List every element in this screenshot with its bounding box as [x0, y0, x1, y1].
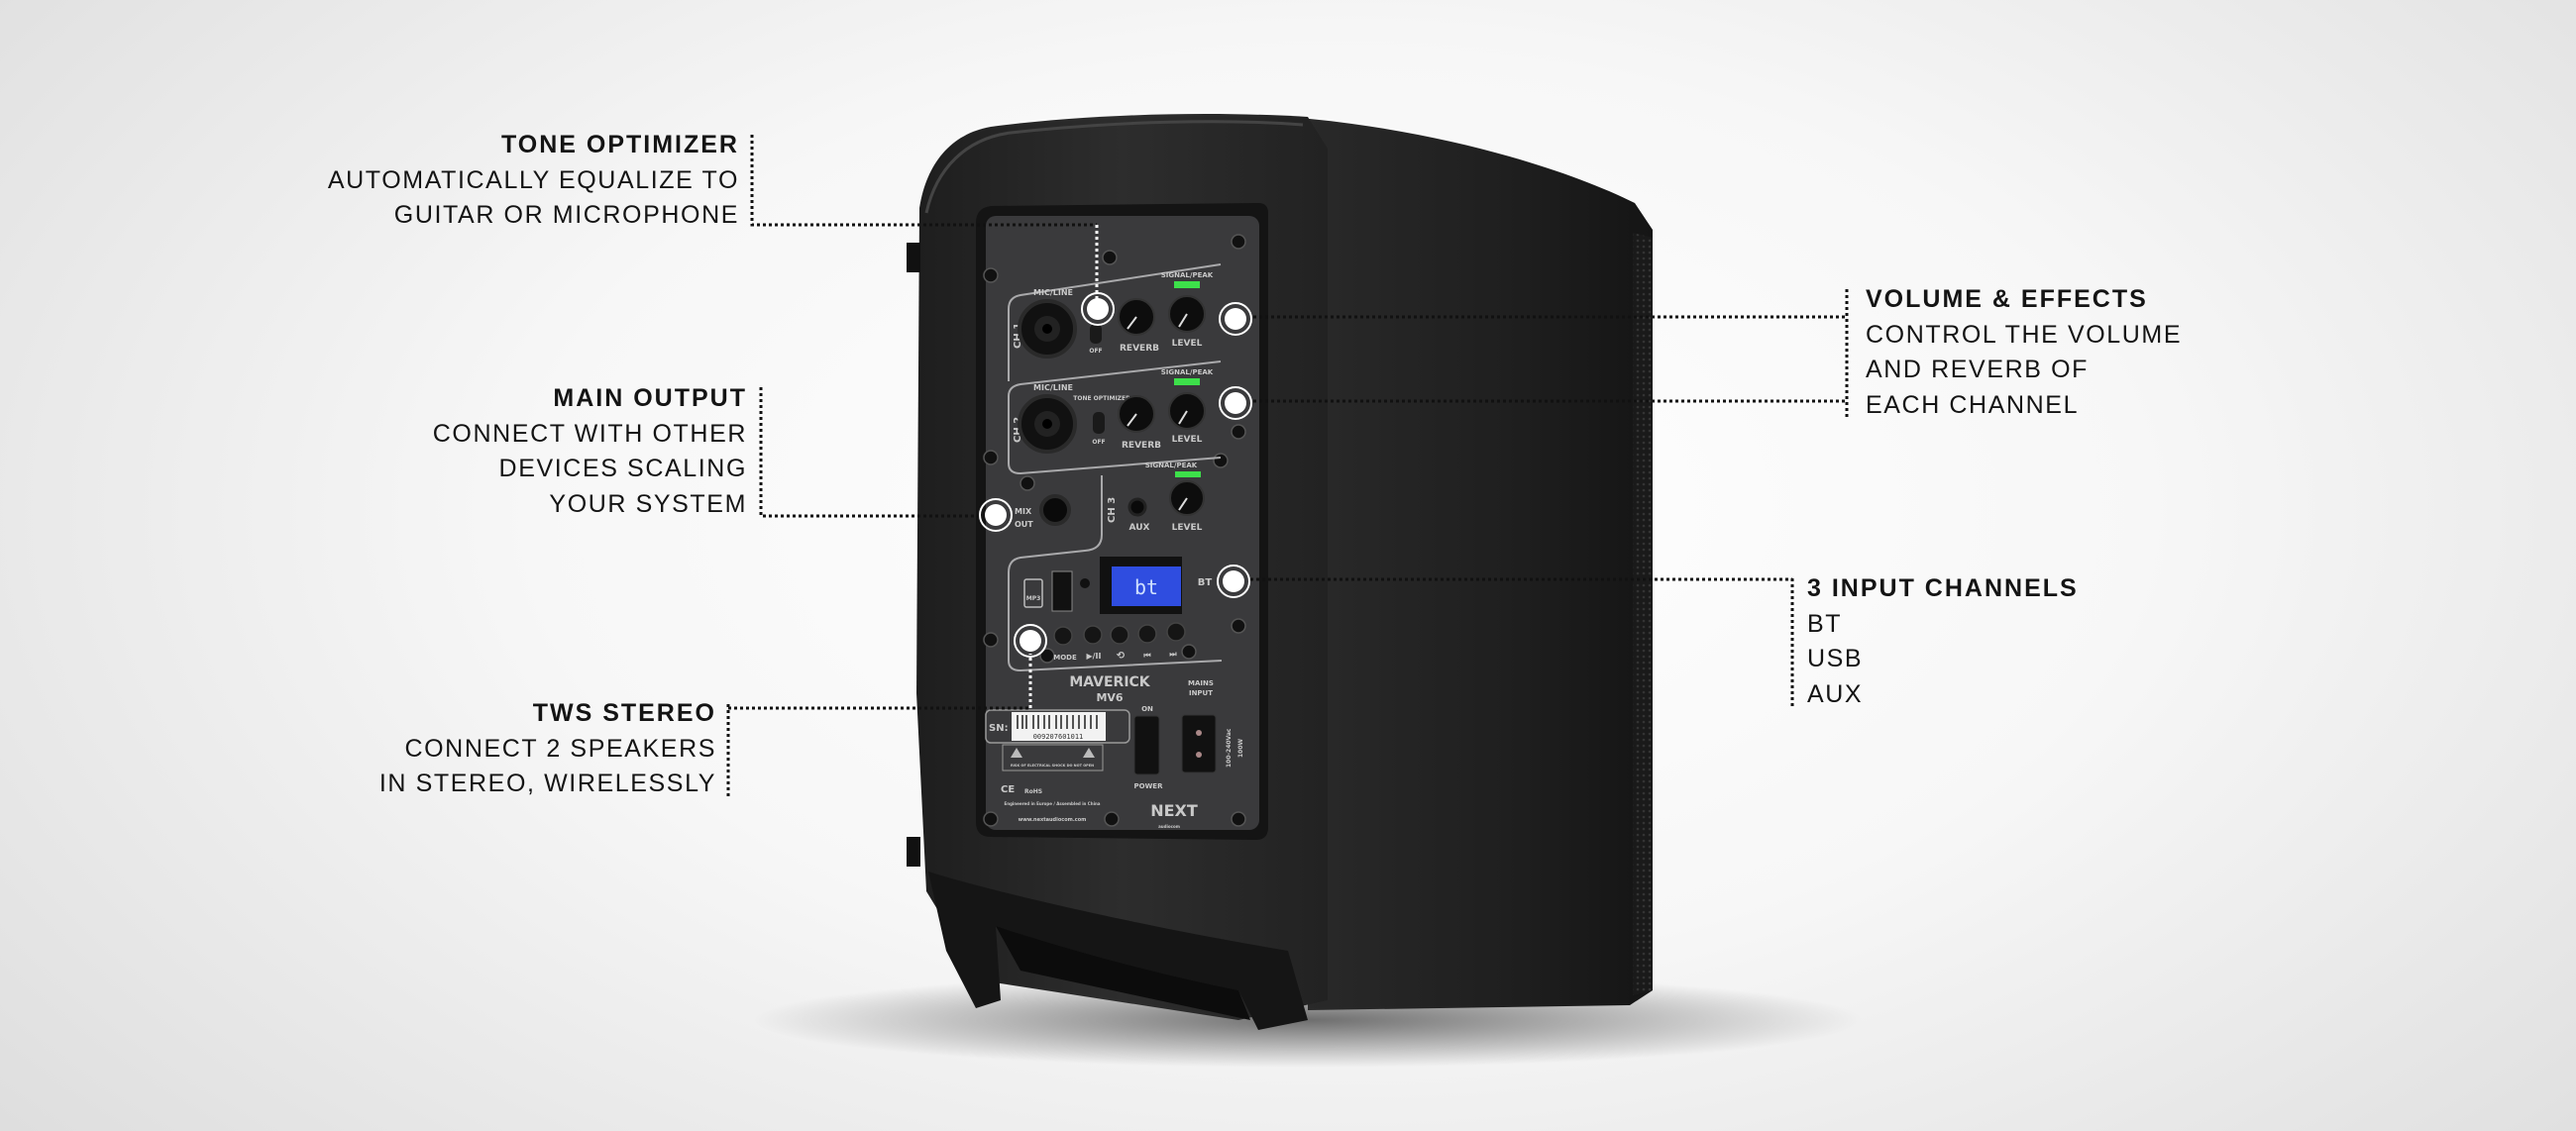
- lcd-display: [1112, 566, 1181, 606]
- mp3-label: MP3: [1026, 595, 1041, 602]
- ch2-tone-optimizer-switch[interactable]: [1093, 412, 1105, 434]
- callout-line: USB: [1807, 645, 1864, 672]
- ch2-tone-optimizer-label: TONE OPTIMIZER: [1073, 395, 1130, 402]
- mix-out-jack[interactable]: [1039, 494, 1071, 526]
- callout-line: CONNECT WITH OTHER: [432, 419, 747, 448]
- hotspot-main-output[interactable]: [979, 498, 1013, 532]
- mode-label: MODE: [1053, 654, 1077, 662]
- website-text: www.nextaudiocom.com: [1019, 817, 1087, 823]
- ch1-off-label: OFF: [1089, 348, 1102, 355]
- ch1-label: CH 1: [1013, 323, 1023, 349]
- lcd-display-text: bt: [1134, 575, 1158, 599]
- aux-jack[interactable]: [1127, 497, 1147, 517]
- hotspots: [979, 292, 1252, 658]
- ch1-signal-peak-label: SIGNAL/PEAK: [1161, 271, 1214, 279]
- callout-title: MAIN OUTPUT: [553, 384, 747, 412]
- ch2-signal-led: [1174, 378, 1200, 385]
- hotspot-tws[interactable]: [1014, 624, 1047, 658]
- callout-input-channels: 3 INPUT CHANNELS BT USB AUX: [1807, 571, 2079, 712]
- callout-line: YOUR SYSTEM: [549, 489, 747, 518]
- callout-line: AND REVERB OF: [1866, 356, 2089, 383]
- hotspot-ch2-volume[interactable]: [1219, 386, 1252, 420]
- serial-number: 009207601011: [1033, 733, 1084, 741]
- usb-port[interactable]: [1051, 570, 1073, 612]
- ch3-level-label: LEVEL: [1172, 523, 1203, 533]
- warning-label: RISK OF ELECTRICAL SHOCK DO NOT OPEN: [1011, 764, 1094, 768]
- callout-title: TONE OPTIMIZER: [500, 131, 739, 158]
- callout-line: IN STEREO, WIRELESSLY: [378, 770, 716, 797]
- play-pause-icon: ▶/II: [1086, 652, 1101, 661]
- leader-lines: [726, 135, 1849, 796]
- ch1-signal-led: [1174, 281, 1200, 288]
- callout-line: GUITAR OR MICROPHONE: [393, 201, 739, 229]
- ch2-label: CH 2: [1013, 417, 1023, 443]
- warning-triangle-icon: [1083, 748, 1095, 758]
- ch1-reverb-label: REVERB: [1120, 344, 1159, 354]
- rohs-mark: RoHS: [1024, 788, 1042, 795]
- ch2-reverb-label: REVERB: [1122, 441, 1161, 451]
- ch2-off-label: OFF: [1092, 439, 1105, 446]
- mains-socket[interactable]: [1181, 714, 1217, 773]
- power-label: POWER: [1134, 782, 1164, 790]
- callout-line: CONNECT 2 SPEAKERS: [404, 734, 716, 763]
- previous-button[interactable]: [1137, 624, 1157, 644]
- ch1-mic-line-label: MIC/LINE: [1033, 288, 1073, 297]
- power-switch[interactable]: [1133, 715, 1160, 775]
- hotspot-ch1-volume[interactable]: [1219, 302, 1252, 336]
- ch3-label: CH 3: [1107, 497, 1118, 523]
- callout-title: VOLUME & EFFECTS: [1866, 285, 2148, 313]
- brand-logo: NEXT: [1150, 801, 1198, 820]
- callout-line: DEVICES SCALING: [498, 455, 747, 482]
- model-code: MV6: [1096, 691, 1123, 704]
- origin-text: Engineered in Europe / Assembled in Chin…: [1004, 801, 1100, 806]
- callout-title: TWS STEREO: [532, 699, 716, 727]
- on-label: ON: [1141, 705, 1153, 713]
- ch1-tone-optimizer-switch[interactable]: [1090, 324, 1102, 344]
- hotspot-tone-optimizer[interactable]: [1081, 292, 1115, 326]
- model-name: MAVERICK: [1069, 674, 1150, 690]
- callout-line: EACH CHANNEL: [1866, 390, 2080, 419]
- ch2-mic-line-label: MIC/LINE: [1033, 383, 1073, 392]
- ch1-level-label: LEVEL: [1172, 339, 1203, 349]
- next-button[interactable]: [1166, 622, 1186, 642]
- warning-triangle-icon: [1011, 748, 1022, 758]
- mains-label: MAINS: [1188, 679, 1214, 687]
- bt-label: BT: [1198, 577, 1213, 588]
- mode-button[interactable]: [1053, 626, 1073, 646]
- aux-label: AUX: [1129, 523, 1150, 533]
- callout-line: BT: [1807, 609, 1843, 638]
- input-label: INPUT: [1189, 689, 1213, 697]
- sn-label: SN:: [989, 723, 1009, 734]
- callout-volume-effects: VOLUME & EFFECTS CONTROL THE VOLUME AND …: [1866, 282, 2182, 423]
- hotspot-bt[interactable]: [1217, 565, 1250, 598]
- callout-tws-stereo: TWS STEREO CONNECT 2 SPEAKERS IN STEREO,…: [379, 696, 716, 802]
- ch3-signal-led: [1175, 471, 1201, 477]
- callout-main-output: MAIN OUTPUT CONNECT WITH OTHER DEVICES S…: [433, 381, 747, 522]
- control-panel: CH 1 MIC/LINE OFF SIGNAL/PEAK REVERB LEV…: [976, 203, 1268, 840]
- wattage-label: 100W: [1237, 738, 1244, 758]
- ch2-signal-peak-label: SIGNAL/PEAK: [1161, 368, 1214, 376]
- voltage-label: 100-240Vac: [1226, 728, 1233, 768]
- mp3-file-icon: [1023, 578, 1043, 608]
- next-icon: ⏭: [1169, 650, 1177, 659]
- callout-line: AUTOMATICALLY EQUALIZE TO: [327, 165, 739, 194]
- ch3-signal-peak-label: SIGNAL/PEAK: [1145, 462, 1198, 469]
- previous-icon: ⏮: [1143, 651, 1150, 660]
- callout-line: CONTROL THE VOLUME: [1866, 320, 2183, 349]
- repeat-icon: ⟲: [1117, 651, 1126, 662]
- out-label: OUT: [1015, 520, 1033, 529]
- repeat-button[interactable]: [1110, 625, 1129, 645]
- serial-barcode: [1012, 712, 1106, 741]
- brand-sub: audiocom: [1158, 824, 1180, 829]
- mix-label: MIX: [1015, 507, 1032, 516]
- ch2-level-label: LEVEL: [1172, 435, 1203, 445]
- callout-tone-optimizer: TONE OPTIMIZER AUTOMATICALLY EQUALIZE TO…: [328, 128, 739, 234]
- ce-mark: CE: [1001, 784, 1015, 795]
- callout-title: 3 INPUT CHANNELS: [1807, 574, 2079, 602]
- play-pause-button[interactable]: [1083, 625, 1103, 645]
- callout-line: AUX: [1807, 679, 1864, 708]
